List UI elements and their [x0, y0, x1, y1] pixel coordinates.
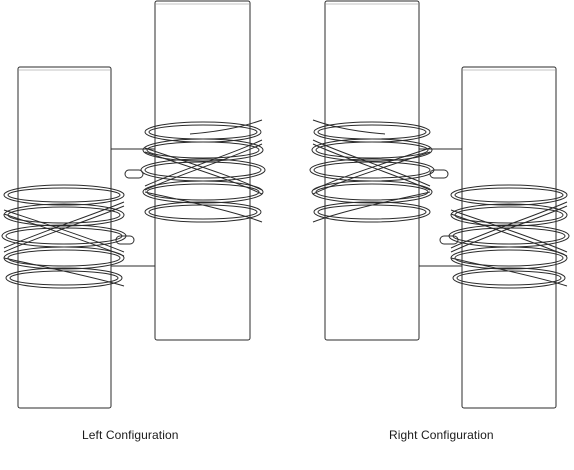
right-tall-backplate	[324, 0, 420, 341]
right-short-backplate	[461, 66, 557, 409]
right-configuration-caption: Right Configuration	[389, 428, 494, 442]
left-lower-coil	[1, 184, 127, 289]
right-configuration	[309, 0, 570, 409]
right-lower-coil	[448, 184, 570, 289]
left-lamp-stub-lower	[115, 235, 135, 245]
left-tall-backplate	[154, 0, 251, 341]
left-configuration-caption: Left Configuration	[82, 428, 179, 442]
left-short-backplate	[17, 66, 112, 409]
right-upper-coil	[309, 119, 435, 223]
left-upper-coil	[140, 119, 266, 223]
right-lamp-stub-upper	[429, 169, 449, 179]
left-lamp-stub-upper	[124, 169, 144, 179]
left-configuration	[1, 0, 266, 409]
